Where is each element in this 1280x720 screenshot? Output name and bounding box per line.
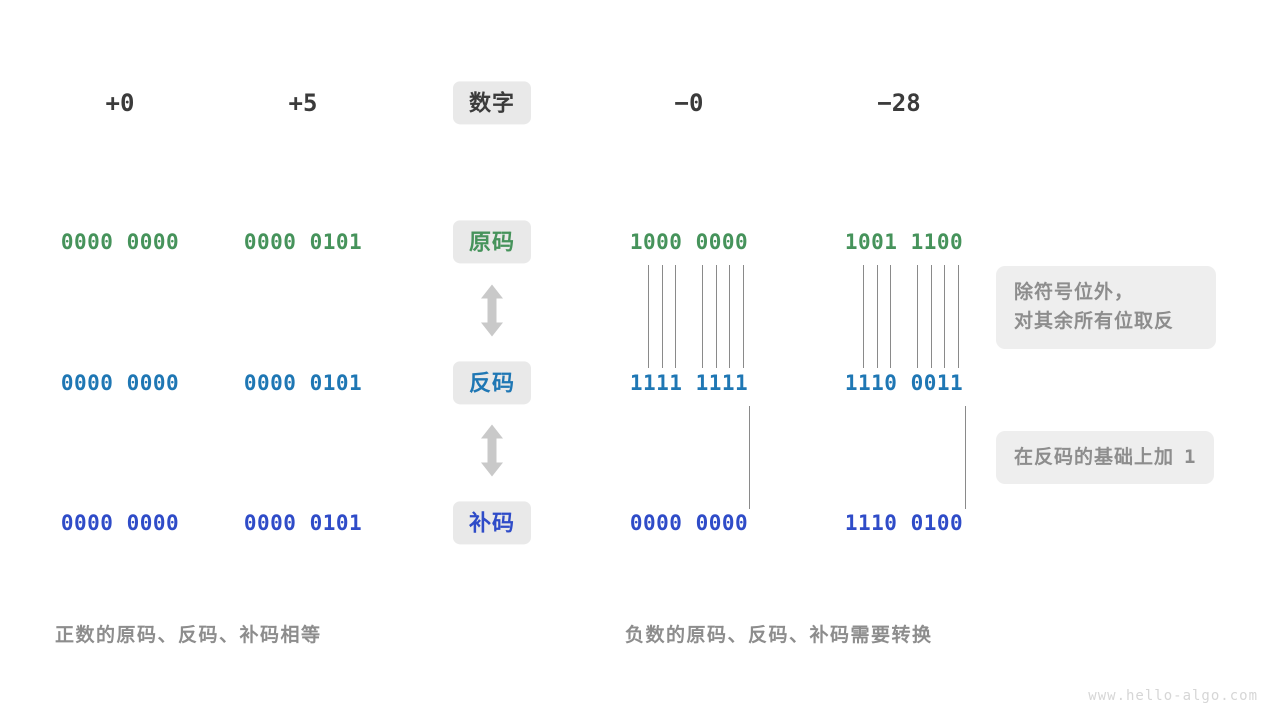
connector-line — [661, 265, 663, 368]
connector-line — [675, 265, 676, 368]
ones-complement-plus-zero: 0000 0000 — [60, 371, 180, 395]
twos-complement-plus-zero: 0000 0000 — [60, 511, 180, 535]
connector-line — [944, 265, 945, 368]
connector-line — [957, 265, 959, 368]
note-add-one: 在反码的基础上加 1 — [996, 431, 1215, 485]
sign-magnitude-plus-five: 0000 0101 — [243, 230, 363, 254]
connector-line — [729, 265, 730, 368]
arrow-up-down-icon-2 — [479, 424, 505, 483]
ones-complement-minus-zero: 1111 1111 — [629, 371, 749, 395]
watermark: www.hello-algo.com — [1088, 688, 1258, 704]
connector-line — [702, 265, 703, 368]
connector-line — [876, 265, 878, 368]
note-add-one-value: 1 — [1184, 446, 1197, 468]
sign-magnitude-minus-28: 1001 1100 — [844, 230, 964, 254]
row-pill-twos-complement: 补码 — [452, 501, 532, 545]
header-value-plus-zero: +0 — [105, 89, 135, 117]
twos-complement-minus-28: 1110 0100 — [844, 511, 964, 535]
header-pill-number: 数字 — [452, 81, 532, 125]
connector-line — [648, 265, 649, 368]
sign-magnitude-minus-zero: 1000 0000 — [629, 230, 749, 254]
ones-complement-minus-28: 1110 0011 — [844, 371, 964, 395]
connector-line — [890, 265, 891, 368]
header-value-minus-zero: −0 — [674, 89, 704, 117]
caption-negative: 负数的原码、反码、补码需要转换 — [625, 625, 933, 646]
connector-line — [863, 265, 864, 368]
connector-line — [930, 265, 932, 368]
note-add-one-text: 在反码的基础上加 — [1014, 447, 1175, 468]
header-value-minus-28: −28 — [877, 89, 921, 117]
caption-positive: 正数的原码、反码、补码相等 — [55, 625, 322, 646]
row-pill-ones-complement: 反码 — [452, 361, 532, 405]
connector-line — [749, 406, 750, 509]
header-value-plus-five: +5 — [288, 89, 318, 117]
note-invert-bits: 除符号位外， 对其余所有位取反 — [996, 266, 1216, 349]
connector-line — [715, 265, 717, 368]
twos-complement-minus-zero: 0000 0000 — [629, 511, 749, 535]
connector-line — [742, 265, 744, 368]
row-pill-sign-magnitude: 原码 — [452, 220, 532, 264]
connector-line — [965, 406, 966, 509]
ones-complement-plus-five: 0000 0101 — [243, 371, 363, 395]
connector-line — [917, 265, 918, 368]
arrow-up-down-icon-1 — [479, 284, 505, 343]
sign-magnitude-plus-zero: 0000 0000 — [60, 230, 180, 254]
twos-complement-plus-five: 0000 0101 — [243, 511, 363, 535]
